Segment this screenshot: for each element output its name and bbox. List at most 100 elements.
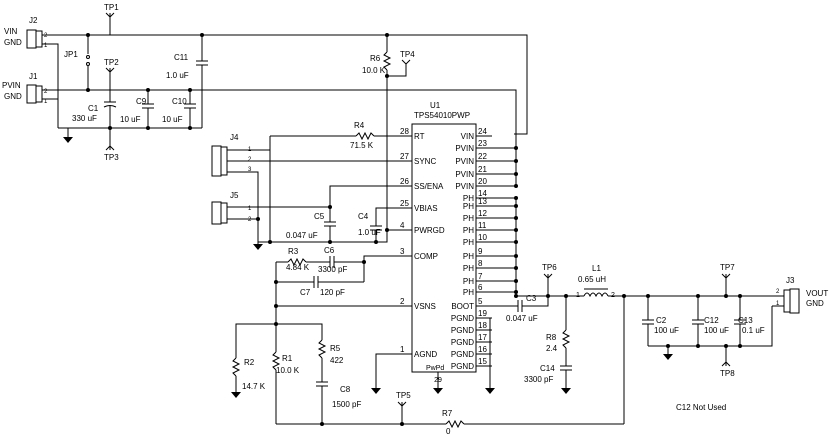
ic-pin-number: 25 — [400, 199, 409, 208]
j3-net-gnd: GND — [806, 299, 824, 308]
testpoint-tp7: TP7 — [720, 263, 735, 296]
ic-pin-number: 3 — [400, 247, 405, 256]
j5-pin2: 2 — [248, 217, 252, 223]
c6-ref: C6 — [324, 246, 335, 255]
wire-vin-rail — [42, 34, 528, 135]
connector-j3: J3 VOUT GND 2 1 — [772, 276, 828, 314]
resistor-r7: R7 0 — [442, 409, 624, 434]
resistor-r4: R4 71.5 K — [270, 121, 412, 150]
note-c12-not-used: C12 Not Used — [676, 403, 726, 412]
ic-pin-name: PH — [463, 252, 474, 261]
capacitor-c3: C3 0.047 uF — [506, 294, 549, 323]
c12-value: 100 uF — [704, 326, 729, 335]
l1-pin1: 1 — [576, 292, 580, 299]
r6-ref: R6 — [370, 54, 381, 63]
capacitor-c2: C2 100 uF — [642, 296, 679, 346]
ic-pin-name: COMP — [414, 252, 438, 261]
ic-pin-number: 22 — [478, 152, 487, 161]
resistor-r5: R5 422 — [317, 339, 344, 382]
ic-pin-number: 23 — [478, 139, 487, 148]
j3-net-vout: VOUT — [806, 289, 828, 298]
jumper-jp1: JP1 — [64, 35, 90, 90]
c2-value: 100 uF — [654, 326, 679, 335]
ic-pin-name: PH — [463, 226, 474, 235]
c1-value: 330 uF — [72, 114, 97, 123]
r4-ref: R4 — [354, 121, 365, 130]
ic-pin-name: PH — [463, 288, 474, 297]
c10-value: 10 uF — [162, 115, 183, 124]
wire-agnd — [375, 353, 412, 388]
ic-pin-name: PH — [463, 214, 474, 223]
ic-pin-name: AGND — [414, 350, 437, 359]
ic-pin-number: 6 — [478, 283, 483, 292]
l1-ref: L1 — [592, 264, 601, 273]
r2-value: 14.7 K — [242, 382, 266, 391]
r2-ref: R2 — [244, 358, 255, 367]
ic-pin-name: PVIN — [455, 170, 474, 179]
l1-value: 0.65 uH — [578, 275, 606, 284]
tp2-label: TP2 — [104, 58, 119, 67]
r3-ref: R3 — [288, 247, 299, 256]
j2-ref: J2 — [29, 16, 38, 25]
ic-u1: U1 TPS54010PWP 29 PwPd — [411, 101, 477, 384]
ic-ref: U1 — [430, 101, 441, 110]
ic-part: TPS54010PWP — [414, 111, 470, 120]
ic-pin-name: PGND — [451, 314, 474, 323]
ic-pin-number: 15 — [478, 357, 487, 366]
j3-pin1: 1 — [776, 301, 780, 307]
jp1-ref: JP1 — [64, 50, 78, 59]
wire-ssena — [329, 185, 412, 222]
resistor-r2: R2 14.7 K — [231, 338, 266, 398]
wire-output-gnd — [648, 306, 773, 347]
ic-pin-number: 21 — [478, 165, 487, 174]
testpoint-tp4: TP4 — [387, 50, 415, 77]
ic-pin-name: VIN — [461, 132, 475, 141]
ic-pin-name: PVIN — [455, 182, 474, 191]
ic-pin-number: 24 — [478, 127, 487, 136]
c14-ref: C14 — [540, 364, 555, 373]
ic-pin-name: PH — [463, 194, 474, 203]
tp7-label: TP7 — [720, 263, 735, 272]
c13-ref: C13 — [738, 316, 753, 325]
c12-ref: C12 — [704, 316, 719, 325]
r5-ref: R5 — [330, 344, 341, 353]
j2-pin1: 1 — [44, 43, 48, 49]
r6-value: 10.0 K — [362, 66, 386, 75]
c8-ref: C8 — [340, 385, 351, 394]
c14-value: 3300 pF — [524, 375, 553, 384]
testpoint-tp5: TP5 — [396, 391, 411, 424]
wire-vbias — [375, 207, 412, 226]
capacitor-c13: C13 0.1 uF — [734, 296, 765, 346]
j1-pin2: 2 — [44, 89, 48, 95]
r3-value: 4.84 K — [286, 263, 310, 272]
tp6-label: TP6 — [542, 263, 557, 272]
c6-value: 3300 pF — [318, 265, 347, 274]
c9-ref: C9 — [136, 97, 147, 106]
j2-net-vin: VIN — [4, 27, 18, 36]
capacitor-c1: C1 330 uF — [72, 90, 117, 128]
c8-value: 1500 pF — [332, 400, 361, 409]
capacitor-c8: C8 1500 pF — [316, 381, 361, 424]
tp3-label: TP3 — [104, 153, 119, 162]
wire-comp — [363, 255, 412, 264]
c7-value: 120 pF — [320, 288, 345, 297]
tp8-label: TP8 — [720, 369, 735, 378]
ic-pin-number: 9 — [478, 247, 483, 256]
c3-value: 0.047 uF — [506, 314, 538, 323]
ic-pin-name: PGND — [451, 350, 474, 359]
ic-pin-number: 17 — [478, 333, 487, 342]
r7-value: 0 — [446, 427, 451, 434]
j3-pin2: 2 — [776, 289, 780, 295]
j4-pin2: 2 — [248, 157, 252, 163]
ic-pin-name: PVIN — [455, 157, 474, 166]
c1-ref: C1 — [88, 104, 99, 113]
wire-pgnd-bus — [476, 317, 491, 388]
j2-net-gnd: GND — [4, 38, 22, 47]
tp4-label: TP4 — [400, 50, 415, 59]
wire-j2-gnd — [42, 43, 59, 128]
j4-pin3: 3 — [248, 167, 252, 173]
ic-pin-number: 10 — [478, 233, 487, 242]
resistor-r3: R3 4.84 K — [276, 247, 330, 272]
capacitor-c9: C9 10 uF — [120, 90, 154, 128]
